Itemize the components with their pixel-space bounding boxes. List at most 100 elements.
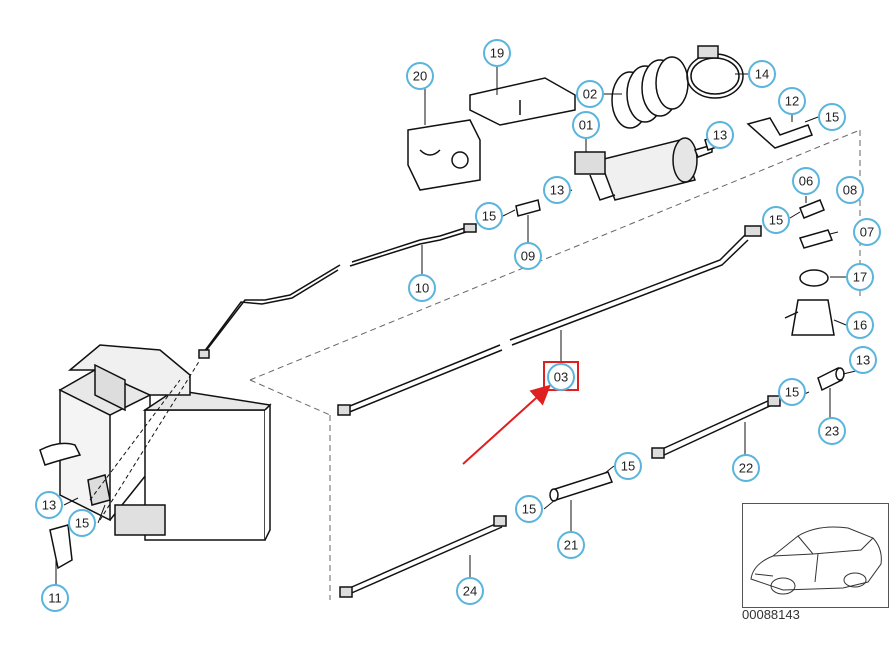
callout-label: 15	[522, 502, 536, 517]
callout-label: 01	[579, 118, 593, 133]
callout-circle	[792, 167, 820, 195]
callout-15: 15	[68, 509, 96, 537]
callout-label: 17	[853, 270, 867, 285]
callout-13: 13	[706, 121, 734, 149]
highlight-arrow	[462, 384, 551, 465]
damper-20	[407, 119, 481, 191]
callout-label: 15	[785, 385, 799, 400]
callout-15: 15	[614, 452, 642, 480]
callout-label: 13	[550, 183, 564, 198]
callout-14: 14	[748, 60, 776, 88]
fitting-09	[515, 199, 541, 217]
callout-label: 09	[521, 249, 535, 264]
callout-07: 07	[853, 218, 881, 246]
callout-label: 15	[825, 110, 839, 125]
callout-circle	[515, 495, 543, 523]
heater-unit	[39, 344, 272, 541]
callout-circle	[41, 584, 69, 612]
fuel-line-03	[337, 225, 762, 416]
callout-15: 15	[515, 495, 543, 523]
callout-06: 06	[792, 167, 820, 195]
callout-label: 03	[554, 370, 568, 385]
callout-circle	[475, 202, 503, 230]
callout-circle	[543, 176, 571, 204]
callout-label: 16	[853, 318, 867, 333]
callout-13: 13	[35, 491, 63, 519]
callout-label: 07	[860, 225, 874, 240]
callout-circle	[849, 346, 877, 374]
callout-21: 21	[557, 531, 585, 559]
callout-20: 20	[406, 62, 434, 90]
fuel-line-24	[339, 515, 507, 598]
callout-circle	[406, 62, 434, 90]
callout-circle	[547, 363, 575, 391]
callout-11: 11	[41, 584, 69, 612]
callout-label: 19	[490, 46, 504, 61]
callout-circle	[706, 121, 734, 149]
callout-13: 13	[543, 176, 571, 204]
callout-label: 15	[75, 516, 89, 531]
callout-circle	[778, 378, 806, 406]
document-number: 00088143	[742, 607, 800, 622]
callout-label: 13	[713, 128, 727, 143]
callout-09: 09	[514, 242, 542, 270]
callout-label: 24	[463, 584, 477, 599]
callout-circle	[778, 87, 806, 115]
callout-circle	[836, 176, 864, 204]
callout-label: 02	[583, 87, 597, 102]
callout-circle	[614, 452, 642, 480]
callout-22: 22	[732, 454, 760, 482]
callout-15: 15	[778, 378, 806, 406]
fitting-07	[798, 229, 834, 249]
callout-circle	[456, 577, 484, 605]
callout-label: 20	[413, 69, 427, 84]
callout-17: 17	[846, 263, 874, 291]
callout-label: 12	[785, 94, 799, 109]
callout-circle	[557, 531, 585, 559]
callout-label: 15	[482, 209, 496, 224]
callout-circle	[514, 242, 542, 270]
callout-15: 15	[818, 103, 846, 131]
callout-13: 13	[849, 346, 877, 374]
callout-circle	[762, 206, 790, 234]
callout-10: 10	[408, 274, 436, 302]
vehicle-locator-inset	[742, 503, 889, 608]
callout-label: 23	[825, 424, 839, 439]
callout-label: 21	[564, 538, 578, 553]
callout-circle	[748, 60, 776, 88]
bellows-02	[611, 56, 689, 129]
valve-16	[791, 299, 835, 336]
callout-label: 10	[415, 281, 429, 296]
callout-16: 16	[846, 311, 874, 339]
callout-03: 03	[547, 363, 575, 391]
clamp-14	[686, 45, 744, 99]
callout-label: 22	[739, 461, 753, 476]
fuel-line-22	[651, 395, 781, 459]
callout-label: 15	[621, 459, 635, 474]
callout-label: 13	[856, 353, 870, 368]
bracket-19	[469, 77, 576, 126]
callout-circle	[68, 509, 96, 537]
callout-circle	[846, 311, 874, 339]
callout-23: 23	[818, 417, 846, 445]
callout-19: 19	[483, 39, 511, 67]
callout-circle	[572, 111, 600, 139]
hose-12	[746, 117, 813, 149]
callout-02: 02	[576, 80, 604, 108]
callout-circle	[576, 80, 604, 108]
callout-15: 15	[475, 202, 503, 230]
callout-circle	[846, 263, 874, 291]
callout-group: 20 19 02 01 14 12 15 13 13 15 09 10 06 08 15 07 17 16 13 15…	[35, 39, 881, 612]
callout-circle	[818, 417, 846, 445]
callout-circle	[853, 218, 881, 246]
callout-circle	[732, 454, 760, 482]
fuel-pump-01	[574, 137, 713, 201]
callout-12: 12	[778, 87, 806, 115]
callout-label: 08	[843, 183, 857, 198]
callout-01: 01	[572, 111, 600, 139]
callout-label: 14	[755, 67, 769, 82]
heater-interior-dashes	[89, 359, 201, 521]
callout-label: 13	[42, 498, 56, 513]
o-ring-17	[799, 269, 829, 287]
